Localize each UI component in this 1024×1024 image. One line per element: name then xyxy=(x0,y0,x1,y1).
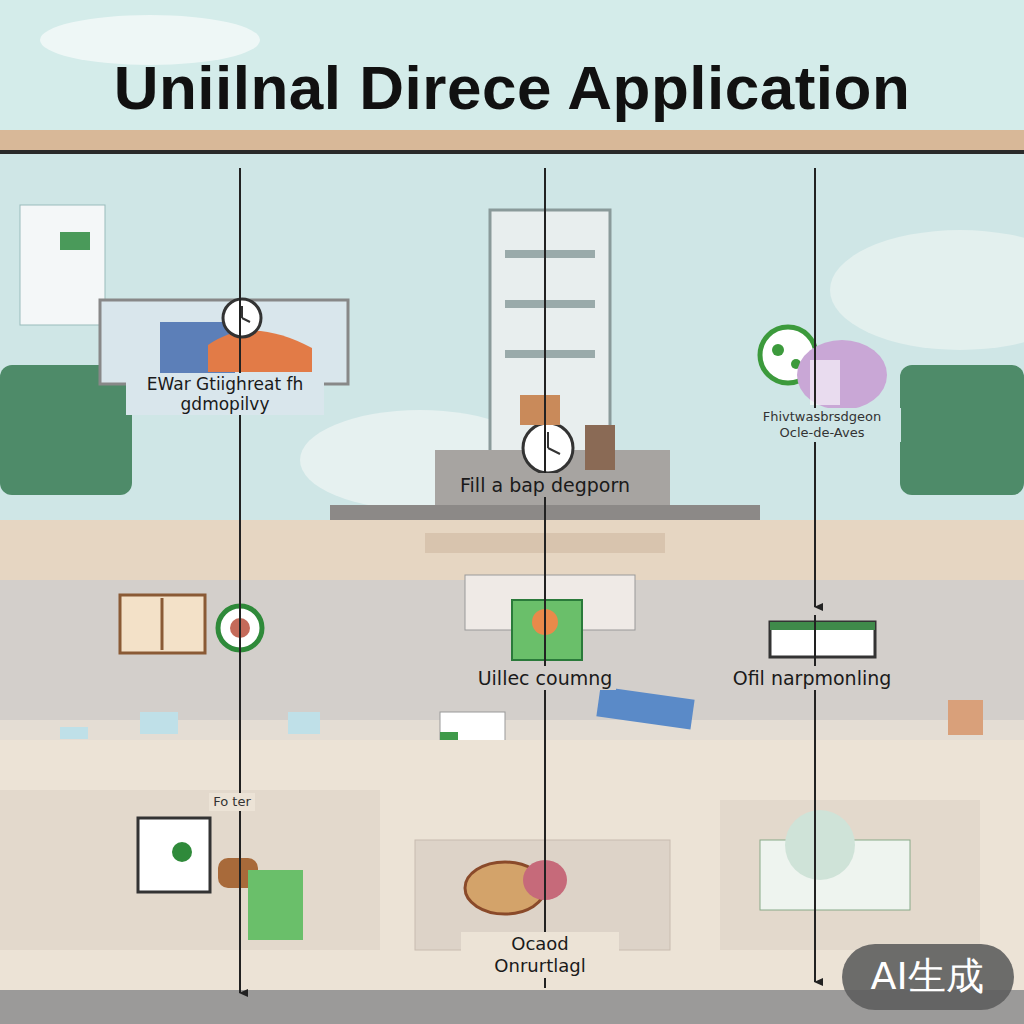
step-label: Fill a bap degporn xyxy=(456,473,634,498)
watermark: AI生成 xyxy=(866,953,987,1001)
step-label: Ocaod Onrurtlagl xyxy=(461,932,619,977)
step-label: Ofil narpmonling xyxy=(729,666,896,691)
step-label: Uillec coumng xyxy=(474,666,617,691)
step-label: Fhivtwasbrsdgeon Ocle-de-Aves xyxy=(743,408,901,441)
diagram-title: Uniilnal Direce Application xyxy=(0,52,1024,123)
step-label: Fo ter xyxy=(209,793,255,811)
step-label: EWar Gtiighreat fh gdmopilvy xyxy=(126,373,324,416)
